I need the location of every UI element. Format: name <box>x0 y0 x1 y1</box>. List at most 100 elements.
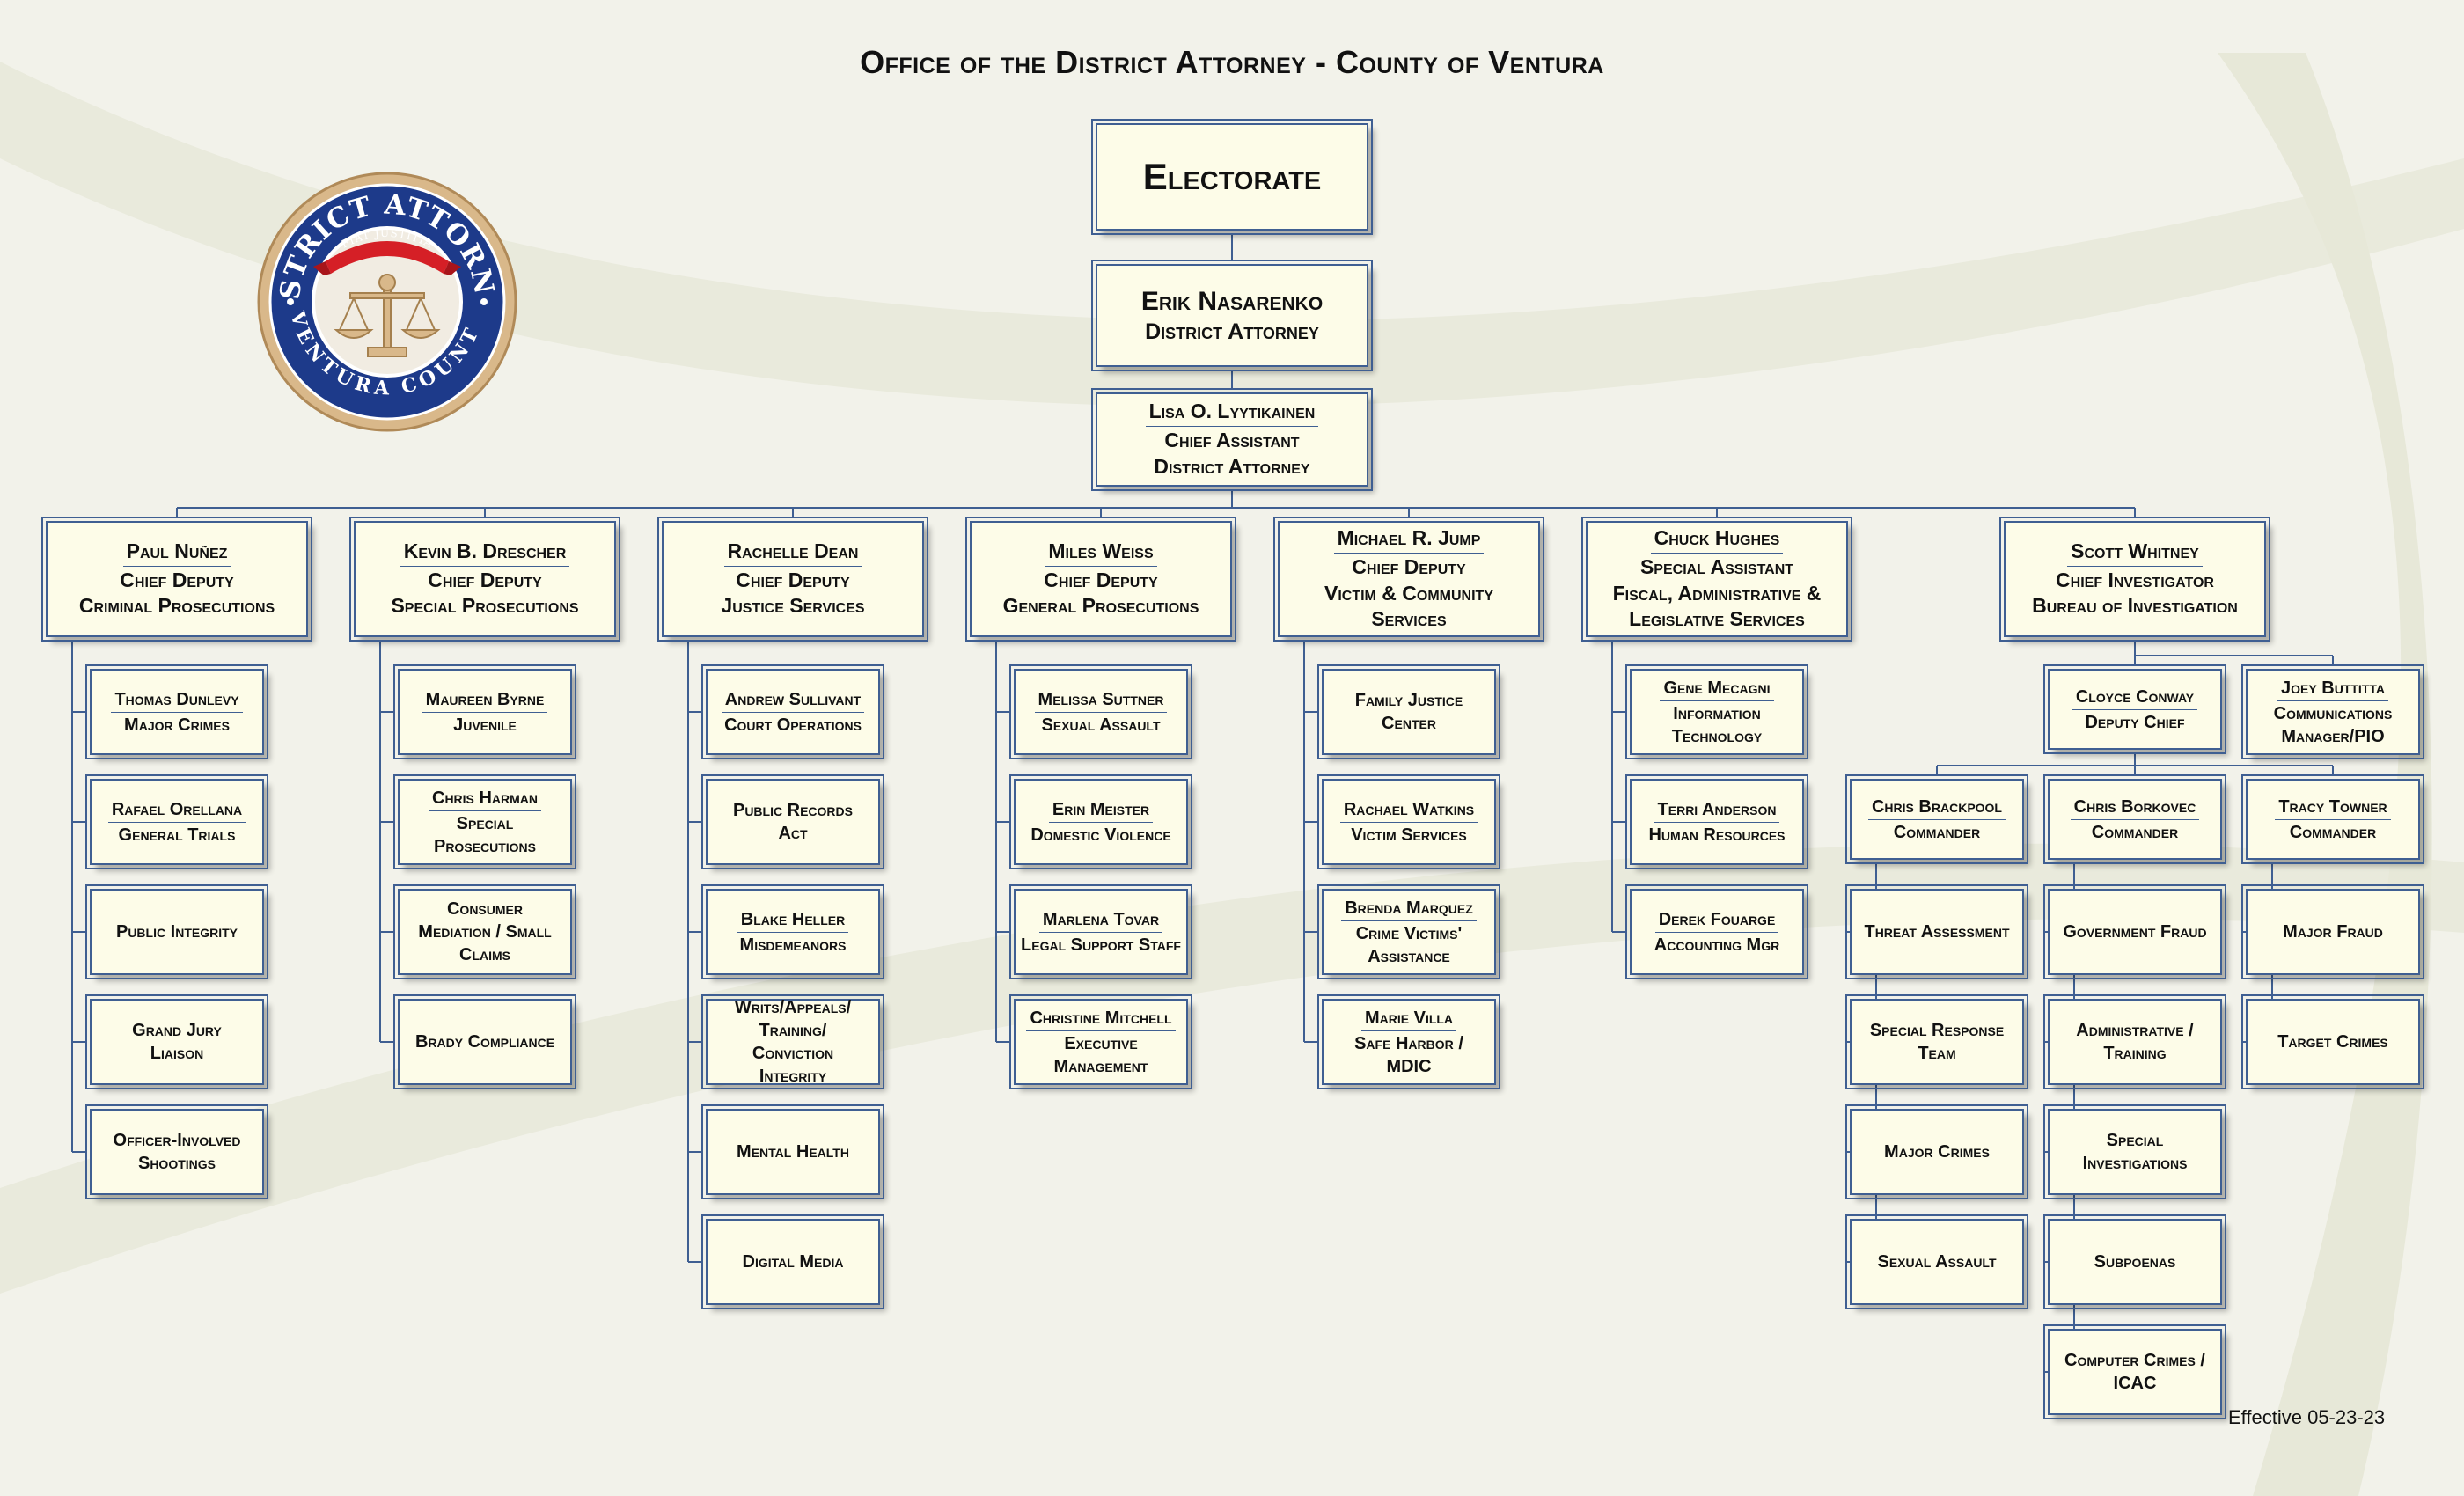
box-title-line: Mediation / Small <box>418 922 552 942</box>
box-name: Paul Nuñez <box>122 539 231 567</box>
box-name: Sexual Assault <box>1877 1252 1997 1272</box>
org-box-c1d: Sexual Assault <box>1845 1214 2028 1309</box>
box-name: Chris Borkovec <box>2070 796 2200 820</box>
box-title-line: General Trials <box>118 825 236 845</box>
box-title-line: Victim & Community <box>1324 581 1493 605</box>
box-name: Administrative / <box>2076 1021 2194 1040</box>
box-name: Threat Assessment <box>1864 922 2010 942</box>
box-name: Marie Villa <box>1360 1007 1457 1031</box>
effective-date: Effective 05-23-23 <box>2228 1406 2386 1428</box>
box-title-line: Act <box>778 824 808 843</box>
box-name: Tracy Towner <box>2275 796 2391 820</box>
box-name: Computer Crimes / <box>2064 1351 2205 1370</box>
box-name: Brenda Marquez <box>1341 897 1477 921</box>
org-box-c2a: Government Fraud <box>2043 884 2226 979</box>
box-title-line: Investigations <box>2082 1154 2188 1173</box>
box-title-line: Fiscal, Administrative & <box>1612 581 1822 605</box>
box-name: Andrew Sullivant <box>721 688 865 713</box>
box-name: Consumer <box>446 899 523 919</box>
box-name: Subpoenas <box>2094 1252 2176 1272</box>
box-title-line: Human Resources <box>1648 825 1786 845</box>
box-name: Digital Media <box>742 1252 844 1272</box>
box-title-line: Commander <box>2091 822 2179 842</box>
page-title: Office of the District Attorney - County… <box>860 44 1604 80</box>
box-title-line: Integrity <box>759 1067 827 1086</box>
box-name: Terri Anderson <box>1654 798 1780 823</box>
box-title-line: Chief Deputy <box>428 568 542 591</box>
district-attorney-seal: DISTRICT ATTORNEY VENTURA COUNTY FIAT JU… <box>255 170 517 432</box>
box-name: Cloyce Conway <box>2072 686 2198 710</box>
box-name: Chris Harman <box>429 787 541 811</box>
box-title-line: Chief Deputy <box>1044 568 1158 591</box>
org-box-electorate: Electorate <box>1091 119 1373 235</box>
box-title-line: Crime Victims' <box>1355 923 1463 943</box>
org-box-c1c: Major Crimes <box>1845 1104 2028 1199</box>
org-box-c3b: Target Crimes <box>2241 994 2424 1089</box>
box-title-line: Juvenile <box>453 715 517 735</box>
box-title-line: Deputy Chief <box>2085 712 2185 732</box>
box-title-line: Sexual Assault <box>1041 715 1161 735</box>
box-title-line: Executive <box>1064 1033 1138 1053</box>
box-title-line: Claims <box>459 945 510 964</box>
box-title-line: Communications <box>2273 703 2393 723</box>
box-name: Rachael Watkins <box>1339 798 1478 823</box>
box-title-line: Chief Deputy <box>736 568 850 591</box>
box-title-line: Misdemeanors <box>739 935 847 955</box>
box-title-line: Chief Deputy <box>1352 554 1466 578</box>
box-title-line: Commander <box>2289 822 2377 842</box>
box-name: Chuck Hughes <box>1650 525 1784 554</box>
box-name: Miles Weiss <box>1045 539 1157 567</box>
box-title-line: Accounting Mgr <box>1654 935 1780 955</box>
box-name: Chris Brackpool <box>1867 796 2006 820</box>
box-title-line: District Attorney <box>1154 454 1310 478</box>
box-title-line: Team <box>1918 1044 1956 1063</box>
org-box-c2b: Administrative /Training <box>2043 994 2226 1089</box>
box-title-line: Prosecutions <box>433 836 536 856</box>
box-name: Writs/Appeals/ <box>734 998 852 1017</box>
box-name: Joey Buttitta <box>2277 677 2388 701</box>
box-title-line: District Attorney <box>1145 319 1319 344</box>
box-title-line: Conviction <box>752 1044 834 1063</box>
org-box-sp4: Brady Compliance <box>393 994 576 1089</box>
box-title-line: MDIC <box>1386 1056 1432 1076</box>
box-title-line: Bureau of Investigation <box>2032 594 2238 618</box>
box-title-line: Manager/PIO <box>2281 726 2385 746</box>
box-title-line: Chief Deputy <box>120 568 234 591</box>
box-title-line: Court Operations <box>724 715 862 735</box>
org-box-js5: Mental Health <box>701 1104 884 1199</box>
box-name: Marlena Tovar <box>1038 908 1163 933</box>
box-title-line: Chief Investigator <box>2056 568 2214 591</box>
box-name: Blake Heller <box>737 908 849 933</box>
org-box-c2e: Computer Crimes /ICAC <box>2043 1324 2226 1419</box>
box-name: Special Response <box>1869 1021 2005 1040</box>
box-title-line: Shootings <box>137 1154 216 1173</box>
box-title-line: Special Prosecutions <box>391 594 579 618</box>
box-name: Grand Jury <box>132 1021 222 1040</box>
box-title-line: Legal Support Staff <box>1021 935 1181 955</box>
